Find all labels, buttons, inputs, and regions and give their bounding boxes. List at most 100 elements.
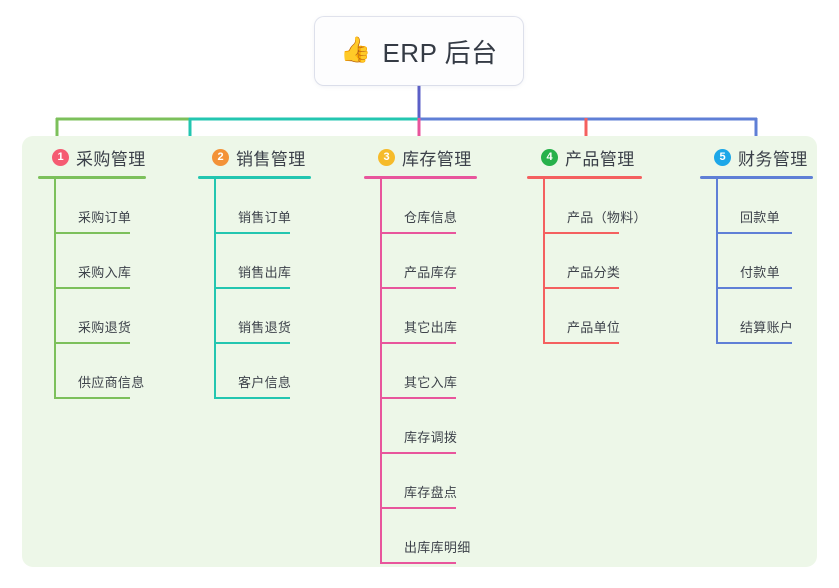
menu-item-label: 采购订单	[78, 210, 132, 225]
root-node-title: ERP 后台	[382, 37, 498, 68]
menu-item[interactable]: 销售退货	[214, 289, 311, 344]
menu-item-label: 其它出库	[404, 320, 458, 335]
menu-item[interactable]: 库存盘点	[380, 454, 477, 509]
column-title-5: 财务管理	[738, 149, 808, 169]
menu-item-line	[214, 232, 290, 234]
column-1: 1 采购管理采购订单采购入库采购退货供应商信息	[38, 144, 146, 399]
column-title-4: 产品管理	[565, 149, 635, 169]
menu-item-label: 其它入库	[404, 375, 458, 390]
column-spine-3	[380, 179, 382, 564]
column-header-5[interactable]: 5 财务管理	[700, 144, 813, 170]
menu-item[interactable]: 采购入库	[54, 234, 146, 289]
menu-item[interactable]: 销售出库	[214, 234, 311, 289]
menu-item-line	[214, 287, 290, 289]
menu-item[interactable]: 库存调拨	[380, 399, 477, 454]
column-underline-5	[700, 176, 813, 179]
menu-item-label: 客户信息	[238, 375, 292, 390]
menu-item-label: 销售订单	[238, 210, 292, 225]
column-title-2: 销售管理	[236, 149, 306, 169]
column-badge-2: 2	[212, 148, 229, 166]
column-underline-1	[38, 176, 146, 179]
menu-item[interactable]: 产品分类	[543, 234, 642, 289]
menu-item-line	[543, 342, 619, 344]
column-2: 2 销售管理销售订单销售出库销售退货客户信息	[198, 144, 311, 399]
menu-item[interactable]: 其它出库	[380, 289, 477, 344]
column-header-4[interactable]: 4 产品管理	[527, 144, 642, 170]
menu-item-label: 付款单	[740, 265, 780, 280]
root-node-content: 👍 ERP 后台	[340, 33, 497, 70]
column-items-2: 销售订单销售出库销售退货客户信息	[214, 179, 311, 399]
menu-item-label: 库存调拨	[404, 430, 458, 445]
menu-item-label: 销售出库	[238, 265, 292, 280]
menu-item-label: 回款单	[740, 210, 780, 225]
column-title-3: 库存管理	[402, 149, 472, 169]
column-underline-3	[364, 176, 477, 179]
menu-item-line	[543, 287, 619, 289]
column-spine-4	[543, 179, 545, 344]
menu-item-line	[380, 287, 456, 289]
column-badge-5: 5	[714, 148, 731, 166]
column-items-5: 回款单付款单结算账户	[716, 179, 813, 344]
menu-item[interactable]: 产品（物料）	[543, 179, 647, 234]
menu-item-line	[543, 232, 619, 234]
column-spine-5	[716, 179, 718, 344]
column-title-1: 采购管理	[76, 149, 146, 169]
menu-item[interactable]: 付款单	[716, 234, 813, 289]
menu-item-line	[380, 232, 456, 234]
menu-item[interactable]: 客户信息	[214, 344, 311, 399]
column-4: 4 产品管理产品（物料） 产品分类产品单位	[527, 144, 647, 344]
menu-item[interactable]: 采购订单	[54, 179, 146, 234]
menu-item-label: 仓库信息	[404, 210, 458, 225]
menu-item-label: 产品单位	[567, 320, 621, 335]
column-badge-3: 3	[378, 148, 395, 166]
root-node-card[interactable]: 👍 ERP 后台	[315, 17, 523, 85]
menu-item-label: 产品（物料）	[567, 210, 647, 225]
menu-item-label: 产品库存	[404, 265, 458, 280]
menu-item-line	[380, 562, 456, 564]
menu-item[interactable]: 仓库信息	[380, 179, 477, 234]
menu-item-line	[380, 342, 456, 344]
column-badge-4: 4	[541, 148, 558, 166]
column-5: 5 财务管理回款单付款单结算账户	[700, 144, 813, 344]
menu-item[interactable]: 采购退货	[54, 289, 146, 344]
column-items-4: 产品（物料） 产品分类产品单位	[543, 179, 647, 344]
column-header-3[interactable]: 3 库存管理	[364, 144, 477, 170]
menu-item-label: 产品分类	[567, 265, 621, 280]
menu-item[interactable]: 其它入库	[380, 344, 477, 399]
menu-item-label: 供应商信息	[78, 375, 145, 390]
menu-item-line	[54, 397, 130, 399]
menu-item[interactable]: 回款单	[716, 179, 813, 234]
thumbs-up-icon: 👍	[340, 35, 372, 64]
column-spine-2	[214, 179, 216, 399]
menu-item-line	[214, 342, 290, 344]
menu-item-line	[716, 342, 792, 344]
column-header-2[interactable]: 2 销售管理	[198, 144, 311, 170]
menu-item-line	[54, 232, 130, 234]
column-items-3: 仓库信息产品库存其它出库其它入库库存调拨库存盘点出库库明细	[380, 179, 477, 564]
menu-item-line	[716, 287, 792, 289]
menu-item-label: 采购退货	[78, 320, 132, 335]
menu-item-label: 库存盘点	[404, 485, 458, 500]
menu-item[interactable]: 产品库存	[380, 234, 477, 289]
menu-item-line	[380, 507, 456, 509]
column-badge-1: 1	[52, 148, 69, 166]
menu-item[interactable]: 出库库明细	[380, 509, 477, 564]
menu-item[interactable]: 结算账户	[716, 289, 813, 344]
menu-item-label: 采购入库	[78, 265, 132, 280]
menu-item-label: 出库库明细	[404, 540, 471, 555]
menu-item[interactable]: 供应商信息	[54, 344, 146, 399]
menu-item-line	[54, 287, 130, 289]
menu-item-line	[380, 397, 456, 399]
menu-item-line	[54, 342, 130, 344]
menu-item-label: 销售退货	[238, 320, 292, 335]
menu-item-line	[380, 452, 456, 454]
column-header-1[interactable]: 1 采购管理	[38, 144, 146, 170]
menu-item[interactable]: 产品单位	[543, 289, 642, 344]
menu-item[interactable]: 销售订单	[214, 179, 311, 234]
column-3: 3 库存管理仓库信息产品库存其它出库其它入库库存调拨库存盘点出库库明细	[364, 144, 477, 564]
menu-item-line	[716, 232, 792, 234]
menu-item-line	[214, 397, 290, 399]
column-spine-1	[54, 179, 56, 399]
column-underline-4	[527, 176, 642, 179]
column-underline-2	[198, 176, 311, 179]
